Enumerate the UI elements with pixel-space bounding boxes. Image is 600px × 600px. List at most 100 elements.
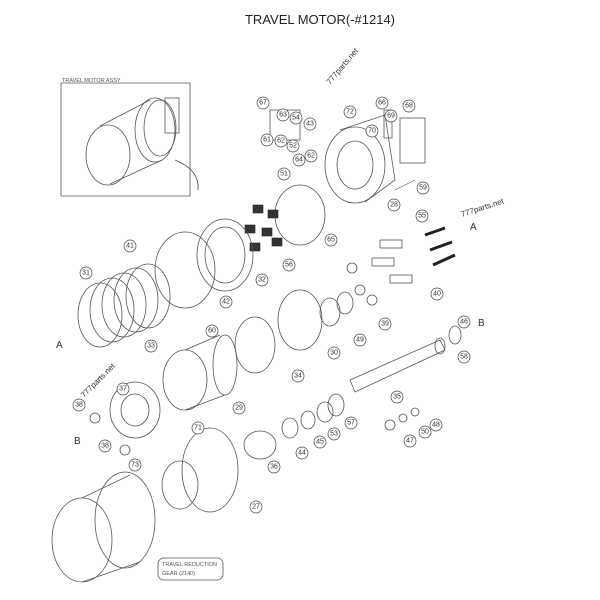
callout-circle <box>256 96 270 110</box>
callout-number: 39 <box>381 321 389 328</box>
callout-circle <box>277 167 291 181</box>
piston-32 <box>196 218 254 292</box>
callout-number: 37 <box>119 386 127 393</box>
callout-number: 70 <box>368 128 376 135</box>
callout-circle <box>292 153 306 167</box>
part-callout-70: 70 <box>365 124 379 138</box>
part-callout-73: 73 <box>128 458 142 472</box>
callout-circle <box>415 209 429 223</box>
callout-number: 62 <box>277 138 285 145</box>
callout-circle <box>418 425 432 439</box>
callout-number: 63 <box>279 112 287 119</box>
part-callout-37: 37 <box>116 382 130 396</box>
callout-circle <box>384 109 398 123</box>
part-callout-62: 62 <box>304 149 318 163</box>
callout-number: 71 <box>194 425 202 432</box>
callout-circle <box>286 139 300 153</box>
callout-number: 27 <box>252 504 260 511</box>
part-callout-53: 53 <box>327 427 341 441</box>
callout-circle <box>430 287 444 301</box>
callout-number: 36 <box>270 464 278 471</box>
reduction-gear-label-line2: GEAR (2140) <box>162 571 195 577</box>
callout-number: 67 <box>259 100 267 107</box>
callout-number: 53 <box>330 431 338 438</box>
reduction-gear-housing: TRAVEL REDUCTION GEAR (2140) <box>51 471 224 583</box>
callout-number: 48 <box>432 422 440 429</box>
part-callout-38: 38 <box>72 398 86 412</box>
part-callout-62: 62 <box>274 134 288 148</box>
part-callout-71: 71 <box>191 421 205 435</box>
callout-circle <box>260 133 274 147</box>
callout-circle <box>327 346 341 360</box>
shaft <box>349 325 462 393</box>
callout-number: 28 <box>390 202 398 209</box>
callout-number: 73 <box>131 462 139 469</box>
o-ring <box>274 184 326 246</box>
callout-number: 58 <box>460 354 468 361</box>
part-callout-33: 33 <box>144 339 158 353</box>
callout-circle <box>457 315 471 329</box>
ring-41 <box>154 231 216 309</box>
view-marker-b: B <box>74 436 81 447</box>
inset-label: TRAVEL MOTOR ASSY <box>62 78 121 84</box>
part-callout-38: 38 <box>98 439 112 453</box>
part-callout-64: 64 <box>292 153 306 167</box>
callout-number: 41 <box>126 243 134 250</box>
callout-circle <box>327 427 341 441</box>
callout-number: 44 <box>298 450 306 457</box>
callout-number: 47 <box>406 438 414 445</box>
valve-plate <box>277 289 323 351</box>
callout-circle <box>403 434 417 448</box>
part-callout-42: 42 <box>219 295 233 309</box>
part-callout-49: 49 <box>353 333 367 347</box>
callout-number: 65 <box>327 237 335 244</box>
callout-circle <box>249 500 263 514</box>
callout-number: 33 <box>147 343 155 350</box>
callout-number: 43 <box>306 121 314 128</box>
part-callout-63: 63 <box>276 108 290 122</box>
callout-circle <box>378 317 392 331</box>
part-callout-35: 35 <box>390 390 404 404</box>
carrier <box>161 393 420 513</box>
callout-circle <box>343 105 357 119</box>
callout-circle <box>457 350 471 364</box>
part-callout-32: 32 <box>255 273 269 287</box>
callout-number: 68 <box>405 103 413 110</box>
diagram-title: TRAVEL MOTOR(-#1214) <box>244 12 396 27</box>
callout-circle <box>79 266 93 280</box>
callout-number: 59 <box>419 185 427 192</box>
callout-number: 31 <box>82 270 90 277</box>
callout-number: 46 <box>460 319 468 326</box>
part-callout-40: 40 <box>430 287 444 301</box>
part-callout-48: 48 <box>429 418 443 432</box>
callout-number: 72 <box>346 109 354 116</box>
callout-number: 29 <box>235 405 243 412</box>
callout-circle <box>365 124 379 138</box>
callout-number: 54 <box>292 115 300 122</box>
callout-circle <box>116 382 130 396</box>
callout-circle <box>191 421 205 435</box>
callout-number: 64 <box>295 157 303 164</box>
callout-number: 30 <box>330 350 338 357</box>
part-callout-43: 43 <box>303 117 317 131</box>
part-callout-44: 44 <box>295 446 309 460</box>
travel-motor-assy-inset: TRAVEL MOTOR ASSY <box>60 78 199 197</box>
callout-circle <box>324 233 338 247</box>
callout-circle <box>276 108 290 122</box>
callout-circle <box>429 418 443 432</box>
part-callout-31: 31 <box>79 266 93 280</box>
pistons <box>346 226 456 306</box>
part-callout-67: 67 <box>256 96 270 110</box>
part-callout-59: 59 <box>416 181 430 195</box>
callout-circle <box>128 458 142 472</box>
part-callout-55: 55 <box>415 209 429 223</box>
callout-circle <box>303 117 317 131</box>
callout-circle <box>402 99 416 113</box>
callout-number: 55 <box>418 213 426 220</box>
callout-number: 60 <box>208 328 216 335</box>
callout-circle <box>123 239 137 253</box>
springs <box>244 204 283 252</box>
callout-circle <box>219 295 233 309</box>
